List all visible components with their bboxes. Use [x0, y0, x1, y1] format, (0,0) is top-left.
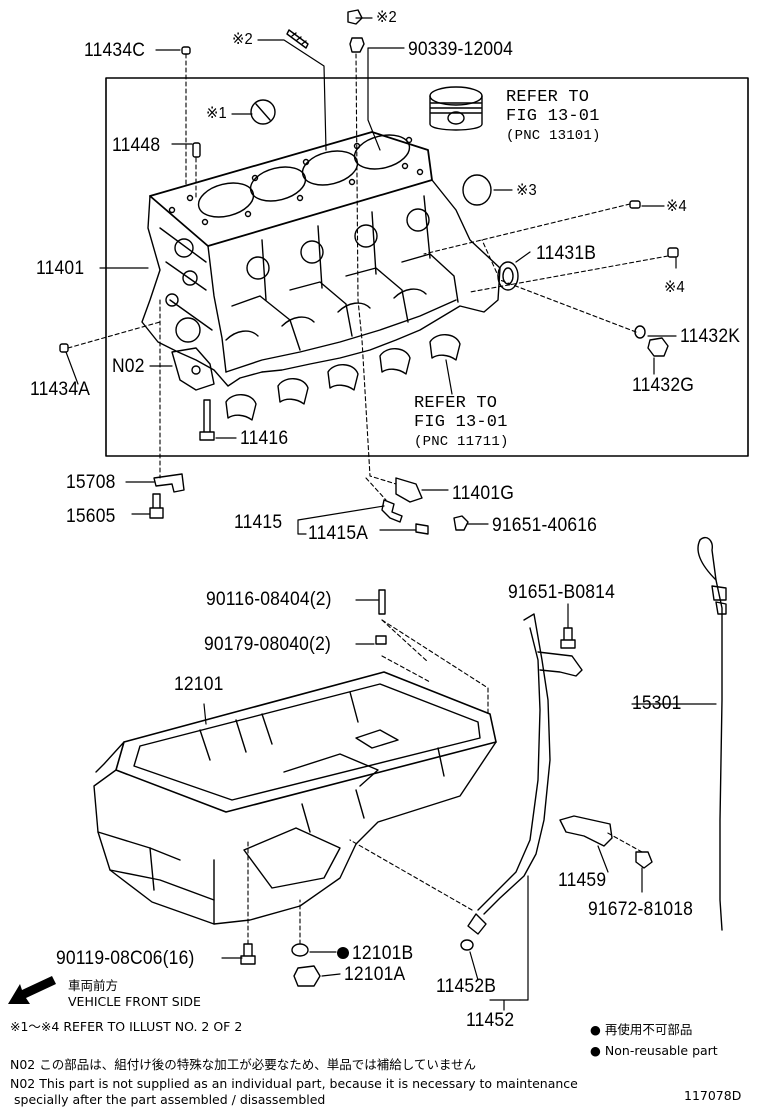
label-12101: 12101 [174, 674, 224, 695]
refer-bearing-line1: REFER TO [414, 394, 498, 413]
label-11432k: 11432K [680, 326, 741, 347]
label-11415a: 11415A [308, 523, 369, 544]
label-star4-b: ※4 [664, 279, 685, 296]
front-arrow-icon [8, 976, 56, 1004]
piston-drawing [429, 86, 483, 131]
note-front-en: VEHICLE FRONT SIDE [68, 994, 201, 1009]
label-90339-12004: 90339-12004 [408, 39, 514, 60]
legend-nonreuse-en: Non-reusable part [590, 1044, 718, 1058]
label-11416: 11416 [240, 428, 289, 449]
label-star2-plug: ※2 [376, 9, 397, 26]
cylinder-block-drawing [141, 131, 501, 387]
label-12101a: 12101A [344, 964, 406, 985]
leader-lines [65, 17, 717, 1011]
label-11401g: 11401G [452, 483, 515, 504]
label-star4-a: ※4 [666, 198, 687, 215]
refer-piston-line2: FIG 13-01 [506, 107, 600, 126]
label-11431b: 11431B [536, 243, 597, 264]
refer-piston-line3: (PNC 13101) [506, 128, 601, 144]
refer-piston-line1: REFER TO [506, 88, 590, 107]
dashed-lines [67, 53, 669, 945]
label-11452b: 11452B [436, 976, 497, 997]
label-90116-08404: 90116-08404(2) [206, 589, 332, 610]
label-star3: ※3 [516, 182, 537, 199]
note-n02-jp: N02 この部品は、組付け後の特殊な加工が必要なため、単品では補給していません [10, 1057, 476, 1072]
label-12101b: 12101B [352, 943, 414, 964]
label-90119-08c06: 90119-08C06(16) [56, 948, 195, 969]
label-90179-08040: 90179-08040(2) [204, 634, 331, 655]
label-15605: 15605 [66, 506, 116, 527]
nonreuse-dot-12101b [337, 947, 349, 959]
label-11432g: 11432G [632, 375, 695, 396]
label-star1: ※1 [206, 105, 227, 122]
label-11459: 11459 [558, 870, 607, 891]
block-frame [105, 77, 749, 457]
label-11452: 11452 [466, 1010, 515, 1031]
note-refer-illust: ※1～※4 REFER TO ILLUST NO. 2 OF 2 [10, 1019, 243, 1034]
refer-bearing-line3: (PNC 11711) [414, 434, 509, 450]
note-front-jp: 車両前方 [68, 978, 119, 993]
label-91651-40616: 91651-40616 [492, 515, 598, 536]
label-11415: 11415 [234, 512, 283, 533]
note-n02-en-2: specially after the part assembled / dis… [14, 1092, 326, 1107]
label-11434c: 11434C [84, 40, 146, 61]
label-15708: 15708 [66, 472, 116, 493]
label-91672-81018: 91672-81018 [588, 899, 694, 920]
legend-nonreuse-jp: 再使用不可部品 [590, 1023, 693, 1037]
label-11448: 11448 [112, 135, 161, 156]
label-11401: 11401 [36, 258, 85, 279]
label-n02: N02 [112, 356, 145, 377]
note-n02-en-1: N02 This part is not supplied as an indi… [10, 1076, 578, 1091]
label-star2-stud: ※2 [232, 31, 253, 48]
refer-bearing-line2: FIG 13-01 [414, 413, 508, 432]
diagram-code: 117078D [684, 1088, 742, 1103]
label-15301: 15301 [632, 693, 682, 714]
small-parts [59, 9, 679, 441]
lower-parts [93, 473, 727, 987]
label-91651-b0814: 91651-B0814 [508, 582, 616, 603]
label-11434a: 11434A [30, 379, 91, 400]
